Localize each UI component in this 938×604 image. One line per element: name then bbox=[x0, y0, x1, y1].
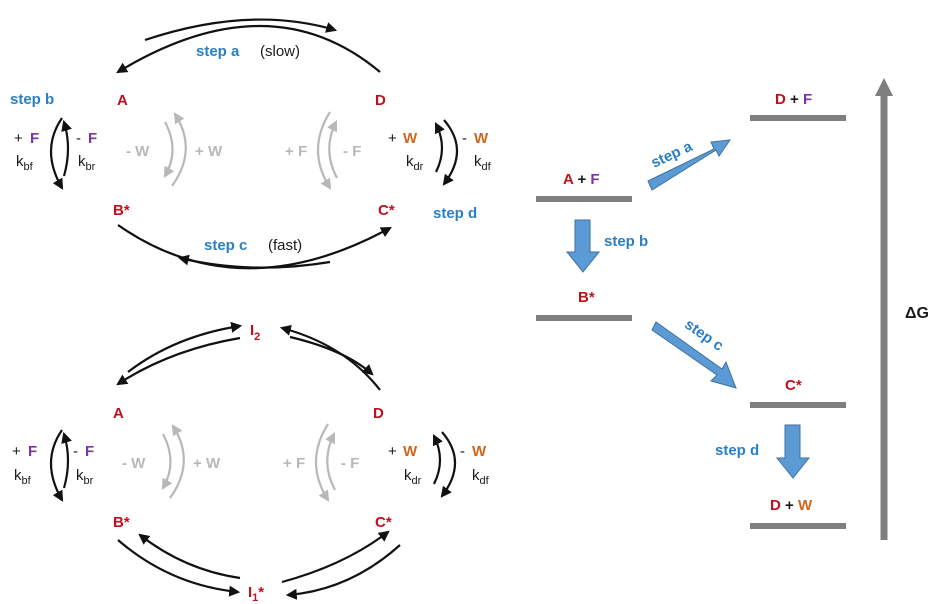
rate-k-bf: kbf bbox=[16, 153, 34, 173]
plus-sign: + bbox=[388, 443, 397, 460]
bottom-scheme: I2 A D B* C* + F - F kbf kbr - W + W + F… bbox=[12, 321, 490, 604]
step-c-block-arrow bbox=[651, 321, 737, 389]
step-c-note: (fast) bbox=[268, 237, 302, 254]
step-a-reverse-arrow bbox=[116, 24, 381, 74]
top-scheme: step a (slow) A D B* C* step b + F - F k… bbox=[10, 18, 492, 270]
minus-sign: - bbox=[460, 443, 465, 460]
minus-sign: - bbox=[462, 130, 467, 147]
delta-g-label: ΔG bbox=[905, 305, 929, 322]
step-c-forward-arrow bbox=[117, 224, 392, 270]
energy-step-d-label: step d bbox=[715, 442, 759, 459]
ligand-F: F bbox=[85, 443, 94, 460]
gray-W-arrow bbox=[163, 121, 175, 178]
gray-W-arrow bbox=[169, 424, 185, 499]
rate-k-df: kdf bbox=[472, 467, 490, 487]
minus-sign: - bbox=[73, 443, 78, 460]
minus-W-inactive: - W bbox=[122, 455, 146, 472]
species-B-star: B* bbox=[113, 514, 130, 531]
B-star-to-I1-arrow bbox=[117, 539, 241, 597]
step-d-reverse-arrow bbox=[433, 434, 443, 485]
I1-to-B-star-arrow bbox=[138, 533, 241, 580]
step-d-block-arrow bbox=[775, 424, 811, 479]
energy-diagram: A + F D + F B* C* D + W step a step b st… bbox=[536, 78, 929, 540]
species-I2: I2 bbox=[250, 322, 260, 343]
A-to-I2-arrow bbox=[127, 321, 243, 373]
gray-F-arrow bbox=[325, 432, 336, 491]
species-I1-star: I1* bbox=[248, 584, 264, 604]
ligand-F: F bbox=[30, 130, 39, 147]
plus-W-inactive: + W bbox=[193, 455, 221, 472]
step-a-label: step a bbox=[196, 43, 240, 60]
delta-g-axis-arrowhead bbox=[875, 78, 893, 96]
step-d-forward-arrow bbox=[440, 431, 456, 498]
step-b-forward-arrow bbox=[50, 429, 64, 502]
minus-F-inactive: - F bbox=[343, 143, 361, 160]
gray-F-arrow bbox=[314, 423, 330, 502]
species-C-star: C* bbox=[375, 514, 392, 531]
plus-W-inactive: + W bbox=[195, 143, 223, 160]
ligand-W: W bbox=[474, 130, 489, 147]
step-b-block-arrow bbox=[565, 219, 601, 273]
ligand-F: F bbox=[28, 443, 37, 460]
species-D: D bbox=[373, 405, 384, 422]
ligand-W: W bbox=[403, 130, 418, 147]
label-D-plus-W: D + W bbox=[770, 497, 813, 514]
rate-k-br: kbr bbox=[76, 467, 94, 487]
D-to-I2-arrow bbox=[279, 324, 381, 391]
minus-W-inactive: - W bbox=[126, 143, 150, 160]
minus-sign: - bbox=[76, 130, 81, 147]
rate-k-dr: kdr bbox=[404, 467, 422, 487]
label-A-plus-F: A + F bbox=[563, 171, 600, 188]
species-B-star: B* bbox=[113, 202, 130, 219]
step-b-forward-arrow bbox=[50, 117, 64, 190]
species-A: A bbox=[113, 405, 124, 422]
plus-F-inactive: + F bbox=[283, 455, 305, 472]
step-d-reverse-arrow bbox=[435, 122, 445, 173]
ligand-W: W bbox=[403, 443, 418, 460]
energy-step-b-label: step b bbox=[604, 233, 648, 250]
step-c-reverse-arrow bbox=[177, 254, 331, 269]
gray-F-arrow bbox=[316, 111, 332, 190]
step-d-label: step d bbox=[433, 205, 477, 222]
step-b-label: step b bbox=[10, 91, 54, 108]
species-C-star: C* bbox=[378, 202, 395, 219]
plus-F-inactive: + F bbox=[285, 143, 307, 160]
step-a-note: (slow) bbox=[260, 43, 300, 60]
plus-sign: + bbox=[12, 443, 21, 460]
label-B-star: B* bbox=[578, 289, 595, 306]
step-b-reverse-arrow bbox=[61, 119, 72, 177]
I2-to-A-arrow bbox=[116, 336, 241, 386]
plus-sign: + bbox=[388, 130, 397, 147]
C-star-to-I1-arrow bbox=[285, 544, 401, 600]
label-D-plus-F: D + F bbox=[775, 91, 812, 108]
I1-to-C-star-arrow bbox=[281, 530, 390, 584]
step-c-label: step c bbox=[204, 237, 247, 254]
rate-k-dr: kdr bbox=[406, 153, 424, 173]
species-D: D bbox=[375, 92, 386, 109]
rate-k-bf: kbf bbox=[14, 467, 32, 487]
rate-k-br: kbr bbox=[78, 153, 96, 173]
gray-W-arrow bbox=[171, 112, 187, 187]
label-C-star: C* bbox=[785, 377, 802, 394]
step-a-forward-arrow bbox=[144, 18, 338, 42]
minus-F-inactive: - F bbox=[341, 455, 359, 472]
gray-W-arrow bbox=[161, 433, 173, 490]
step-a-block-arrow bbox=[647, 139, 732, 191]
step-b-reverse-arrow bbox=[61, 431, 72, 489]
rate-k-df: kdf bbox=[474, 153, 492, 173]
ligand-F: F bbox=[88, 130, 97, 147]
plus-sign: + bbox=[14, 130, 23, 147]
gray-F-arrow bbox=[327, 120, 338, 179]
ligand-W: W bbox=[472, 443, 487, 460]
species-A: A bbox=[117, 92, 128, 109]
step-d-forward-arrow bbox=[442, 119, 458, 186]
